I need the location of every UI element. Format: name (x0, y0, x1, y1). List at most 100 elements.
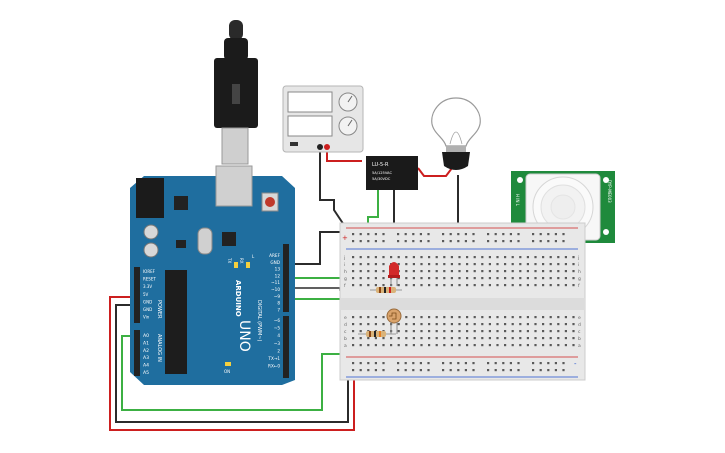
breadboard-hole[interactable] (405, 270, 408, 273)
breadboard-hole[interactable] (526, 344, 529, 347)
relay[interactable]: LU-5-R 5A/125VAC 5A/30VDC (366, 156, 418, 190)
breadboard-hole[interactable] (511, 256, 514, 259)
breadboard-hole[interactable] (549, 316, 552, 319)
breadboard-hole[interactable] (443, 277, 446, 280)
breadboard-hole[interactable] (405, 316, 408, 319)
breadboard-hole[interactable] (564, 337, 567, 340)
breadboard-hole[interactable] (496, 277, 499, 280)
breadboard-hole[interactable] (511, 270, 514, 273)
breadboard-hole[interactable] (572, 270, 575, 273)
breadboard-hole[interactable] (526, 270, 529, 273)
breadboard-hole[interactable] (534, 277, 537, 280)
breadboard-hole[interactable] (367, 316, 370, 319)
breadboard-hole[interactable] (450, 256, 453, 259)
breadboard-hole[interactable] (435, 263, 438, 266)
breadboard-hole[interactable] (547, 369, 550, 372)
breadboard-hole[interactable] (419, 240, 422, 243)
breadboard-hole[interactable] (534, 323, 537, 326)
breadboard-hole[interactable] (494, 362, 497, 365)
breadboard-hole[interactable] (511, 277, 514, 280)
breadboard-hole[interactable] (542, 344, 545, 347)
breadboard-hole[interactable] (450, 316, 453, 319)
breadboard-hole[interactable] (562, 362, 565, 365)
breadboard-hole[interactable] (504, 277, 507, 280)
breadboard-hole[interactable] (532, 240, 535, 243)
breadboard-hole[interactable] (382, 323, 385, 326)
power-jack[interactable] (136, 178, 164, 218)
breadboard-hole[interactable] (457, 233, 460, 236)
breadboard-hole[interactable] (359, 330, 362, 333)
breadboard-hole[interactable] (557, 284, 560, 287)
breadboard-hole[interactable] (359, 337, 362, 340)
breadboard-hole[interactable] (404, 369, 407, 372)
breadboard-hole[interactable] (374, 270, 377, 273)
breadboard-hole[interactable] (496, 344, 499, 347)
breadboard-hole[interactable] (374, 256, 377, 259)
breadboard-hole[interactable] (557, 277, 560, 280)
breadboard-hole[interactable] (405, 284, 408, 287)
breadboard-hole[interactable] (481, 277, 484, 280)
breadboard-hole[interactable] (458, 344, 461, 347)
breadboard-hole[interactable] (443, 344, 446, 347)
breadboard-hole[interactable] (435, 316, 438, 319)
breadboard-hole[interactable] (420, 316, 423, 319)
breadboard-hole[interactable] (509, 233, 512, 236)
breadboard-hole[interactable] (488, 337, 491, 340)
breadboard-hole[interactable] (458, 263, 461, 266)
breadboard-hole[interactable] (504, 337, 507, 340)
breadboard-hole[interactable] (547, 362, 550, 365)
wire-relay-lamp-red[interactable] (417, 167, 453, 177)
breadboard-hole[interactable] (554, 240, 557, 243)
breadboard-hole[interactable] (420, 284, 423, 287)
breadboard-hole[interactable] (481, 316, 484, 319)
breadboard-hole[interactable] (382, 344, 385, 347)
breadboard-hole[interactable] (488, 330, 491, 333)
breadboard-hole[interactable] (450, 263, 453, 266)
breadboard-hole[interactable] (405, 330, 408, 333)
breadboard-hole[interactable] (397, 256, 400, 259)
breadboard-hole[interactable] (511, 337, 514, 340)
breadboard-hole[interactable] (458, 323, 461, 326)
breadboard-hole[interactable] (532, 369, 535, 372)
breadboard-hole[interactable] (419, 362, 422, 365)
breadboard-hole[interactable] (374, 337, 377, 340)
breadboard-hole[interactable] (420, 270, 423, 273)
breadboard-hole[interactable] (405, 344, 408, 347)
breadboard-hole[interactable] (557, 256, 560, 259)
breadboard-hole[interactable] (435, 284, 438, 287)
breadboard-hole[interactable] (549, 337, 552, 340)
supply-terminal-neg[interactable] (317, 144, 323, 150)
breadboard-hole[interactable] (481, 344, 484, 347)
breadboard-hole[interactable] (458, 337, 461, 340)
breadboard-hole[interactable] (352, 240, 355, 243)
breadboard-hole[interactable] (549, 277, 552, 280)
breadboard-hole[interactable] (405, 337, 408, 340)
breadboard-hole[interactable] (374, 284, 377, 287)
breadboard-hole[interactable] (457, 369, 460, 372)
breadboard-hole[interactable] (534, 344, 537, 347)
breadboard-hole[interactable] (374, 344, 377, 347)
breadboard-hole[interactable] (412, 256, 415, 259)
breadboard-hole[interactable] (504, 323, 507, 326)
breadboard-hole[interactable] (496, 323, 499, 326)
breadboard-hole[interactable] (367, 344, 370, 347)
breadboard-hole[interactable] (502, 240, 505, 243)
breadboard-hole[interactable] (488, 316, 491, 319)
breadboard-hole[interactable] (419, 233, 422, 236)
breadboard-hole[interactable] (428, 330, 431, 333)
breadboard-hole[interactable] (420, 323, 423, 326)
breadboard-hole[interactable] (382, 240, 385, 243)
breadboard-hole[interactable] (427, 240, 430, 243)
breadboard-hole[interactable] (427, 369, 430, 372)
breadboard-hole[interactable] (390, 337, 393, 340)
breadboard-hole[interactable] (562, 369, 565, 372)
breadboard-hole[interactable] (352, 256, 355, 259)
breadboard-hole[interactable] (367, 256, 370, 259)
breadboard-hole[interactable] (457, 362, 460, 365)
breadboard-hole[interactable] (458, 270, 461, 273)
breadboard-hole[interactable] (466, 270, 469, 273)
breadboard-hole[interactable] (352, 316, 355, 319)
breadboard-hole[interactable] (539, 369, 542, 372)
breadboard-hole[interactable] (481, 330, 484, 333)
breadboard-hole[interactable] (450, 330, 453, 333)
